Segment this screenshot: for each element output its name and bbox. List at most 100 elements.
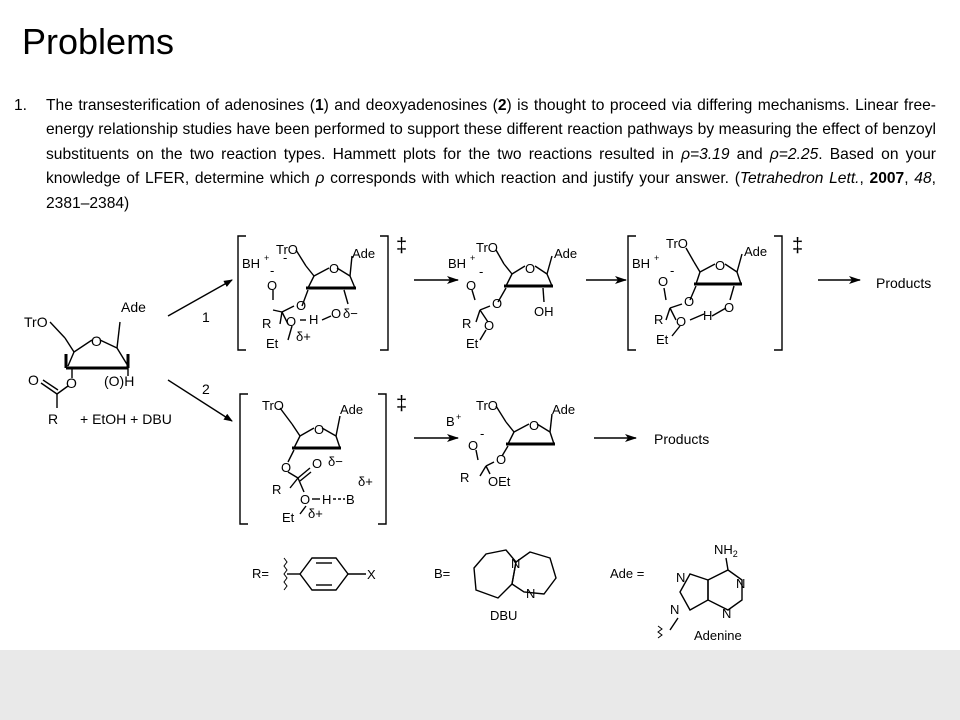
problem-number: 1.	[14, 97, 28, 114]
adenine-label: Adenine	[694, 628, 742, 643]
tro-label: TrO	[276, 242, 298, 257]
ade-label: Ade	[554, 246, 577, 261]
r-group: R	[48, 411, 58, 427]
alkoxide-oxygen: O	[658, 274, 668, 289]
starting-material: TrO Ade O O O (O)H R + EtOH + DBU	[24, 299, 172, 427]
dbu-nitrogen-1: N	[511, 556, 520, 571]
hydroxyl-label: (O)H	[104, 373, 134, 389]
plus-charge: +	[654, 253, 659, 263]
ethoxy-oxygen: O	[676, 314, 686, 329]
rho-value-1: ρ=3.19	[681, 145, 730, 163]
hydrogen-label: H	[309, 312, 318, 327]
ade-label: Ade	[744, 244, 767, 259]
ethyl-label: Et	[656, 332, 669, 347]
pathway-1-intermediate: TrO Ade O BH + - O O OH R O Et	[448, 240, 577, 351]
alkoxide-oxygen: O	[468, 438, 478, 453]
tro-label: TrO	[262, 398, 284, 413]
pathway-1-ts2: TrO Ade O BH + - O O O R O H Et ‡	[627, 235, 803, 351]
amine-label: NH2	[714, 542, 738, 559]
pathway-arrows: 1 2	[167, 279, 233, 422]
delta-minus: δ−	[328, 454, 343, 469]
tro-label: TrO	[476, 240, 498, 255]
ring-oxygen: O	[314, 422, 324, 437]
ethyl-label: Et	[266, 336, 279, 351]
ring-oxygen: O	[329, 261, 339, 276]
ring-oxygen: O	[525, 261, 535, 276]
plus-charge: +	[456, 412, 461, 422]
dbu-nitrogen-2: N	[526, 586, 535, 601]
c2-oxygen: O	[331, 306, 341, 321]
delta-plus-oxygen: δ+	[308, 506, 323, 521]
ester-oxygen: O	[66, 375, 77, 391]
r-group: R	[272, 482, 281, 497]
reaction-scheme: TrO Ade O O O (O)H R + EtOH + DBU 1 2	[24, 235, 931, 643]
ethoxide-oxygen: O	[286, 314, 296, 329]
tro-label: TrO	[476, 398, 498, 413]
hydroxyl-label: OH	[534, 304, 554, 319]
minus-charge: -	[479, 264, 483, 279]
pathway-2-label: 2	[202, 381, 210, 397]
reagents: + EtOH + DBU	[80, 411, 172, 427]
minus-charge: -	[480, 426, 484, 441]
r-definition-label: R=	[252, 566, 269, 581]
compound-ref-1: 1	[314, 97, 324, 114]
ring-oxygen: O	[91, 333, 102, 349]
b-definition-label: B=	[434, 566, 450, 581]
r-group: R	[262, 316, 271, 331]
adenine-n3: N	[722, 606, 731, 621]
adenine-n1: N	[736, 576, 745, 591]
alkoxide-oxygen: O	[267, 278, 277, 293]
citation-volume: 48	[914, 170, 932, 188]
tro-label: TrO	[24, 314, 48, 330]
alkoxide-oxygen: O	[466, 278, 476, 293]
carbonyl-oxygen: O	[312, 456, 322, 471]
slide-title: Problems	[22, 21, 175, 62]
products-label-2: Products	[654, 431, 709, 447]
text-segment: ) and deoxyadenosines (	[323, 97, 498, 114]
citation-pages: , 2381–2384)	[46, 170, 936, 212]
double-dagger: ‡	[396, 393, 407, 415]
rho-value-2: ρ=2.25	[769, 145, 819, 163]
citation-year: 2007	[869, 170, 905, 188]
compound-ref-2: 2	[497, 97, 507, 114]
ester-oxygen: O	[684, 294, 694, 309]
journal-name: Tetrahedron Lett.	[739, 170, 860, 188]
bh-label: BH	[448, 256, 466, 271]
ade-definition-label: Ade =	[610, 566, 644, 581]
r-group: R	[654, 312, 663, 327]
adenine-n9: N	[670, 602, 679, 617]
double-dagger: ‡	[792, 235, 803, 257]
pathway-1-label: 1	[202, 309, 210, 325]
footer-band	[0, 650, 960, 720]
substituent-x: X	[367, 567, 376, 582]
ethoxy-oxygen: O	[484, 318, 494, 333]
delta-minus: δ−	[343, 306, 358, 321]
ethyl-label: Et	[282, 510, 295, 525]
adenine-legend: Ade = NH2 N N N N Adenine	[610, 542, 745, 643]
text-segment: ,	[904, 170, 915, 188]
plus-charge: +	[470, 253, 475, 263]
ring-oxygen: O	[715, 258, 725, 273]
ade-label: Ade	[340, 402, 363, 417]
pathway-2-ts: TrO Ade O O O δ− R O H B δ+ δ+ Et ‡	[239, 393, 407, 525]
r-group-legend: R= X	[252, 557, 376, 591]
base-label: B	[446, 414, 455, 429]
pathway-2-intermediate: TrO Ade O B + - O O R OEt	[446, 398, 575, 489]
text-segment: and	[729, 145, 770, 163]
r-group: R	[462, 316, 471, 331]
minus-charge: -	[670, 263, 674, 278]
problem-text: The transesterification of adenosines (1…	[46, 94, 936, 216]
text-segment: corresponds with which reaction and just…	[324, 170, 740, 188]
carbonyl-oxygen: O	[28, 372, 39, 388]
base-label: B	[346, 492, 355, 507]
dbu-label: DBU	[490, 608, 517, 623]
plus-charge: +	[264, 253, 269, 263]
ade-label: Ade	[552, 402, 575, 417]
double-dagger: ‡	[396, 235, 407, 257]
pathway-1-ts1: TrO Ade O BH + - - O O O R O H δ− δ+ Et …	[237, 235, 407, 351]
ethyl-label: Et	[466, 336, 479, 351]
ring-oxygen: O	[529, 418, 539, 433]
ester-oxygen: O	[492, 296, 502, 311]
hydrogen-label: H	[322, 492, 331, 507]
hydrogen-label: H	[703, 308, 712, 323]
